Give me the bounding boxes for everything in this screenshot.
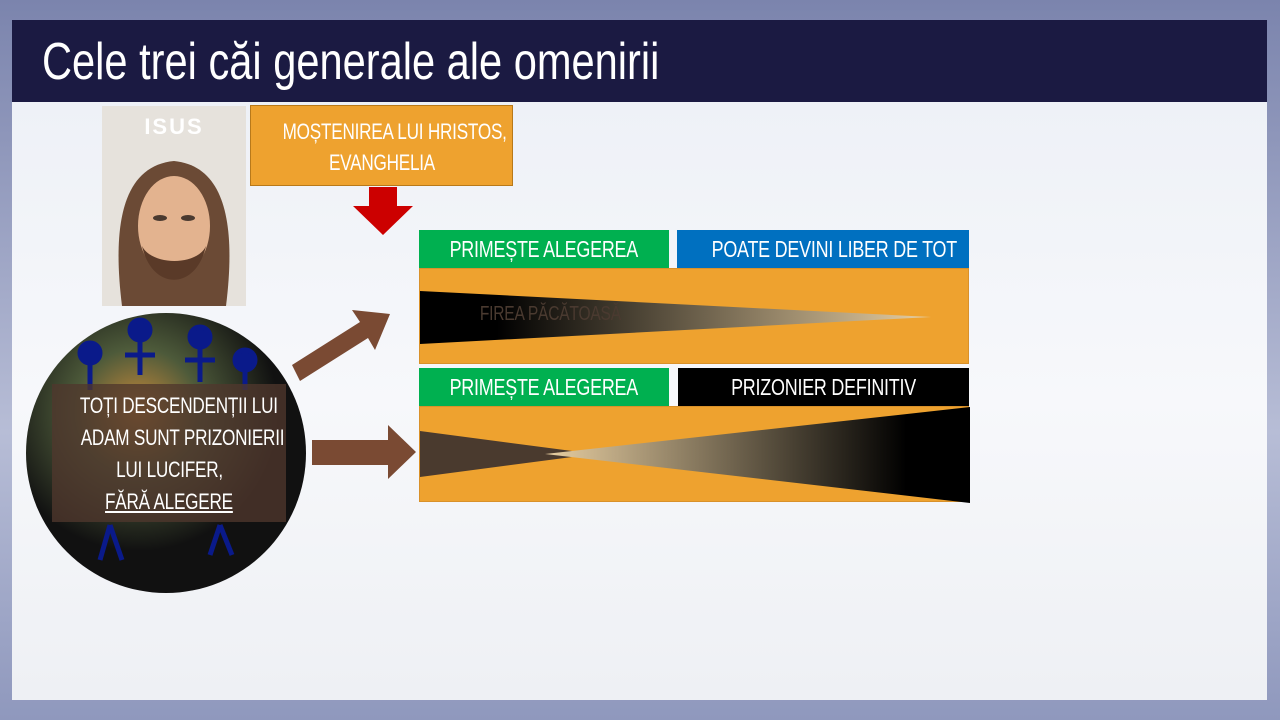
row2-choice-label: PRIMEȘTE ALEGEREA	[419, 368, 669, 406]
caption-line-1: TOȚI DESCENDENȚII LUI	[79, 393, 278, 418]
heritage-line-1: MOȘTENIREA LUI HRISTOS,	[282, 119, 507, 144]
stick-figures	[77, 317, 258, 561]
red-down-arrow	[353, 187, 413, 235]
row1-wedge	[420, 291, 931, 344]
right-arrow	[312, 425, 416, 479]
sinful-nature-label: FIREA PĂCĂTOASĂ	[479, 303, 621, 325]
diagonal-arrow	[292, 310, 390, 381]
row1-choice-label: PRIMEȘTE ALEGEREA	[419, 230, 669, 268]
heritage-box: MOȘTENIREA LUI HRISTOS, EVANGHELIA	[250, 105, 513, 186]
globe-caption: TOȚI DESCENDENȚII LUI ADAM SUNT PRIZONIE…	[52, 384, 286, 522]
caption-line-4: FĂRĂ ALEGERE	[105, 489, 233, 514]
slide-title: Cele trei căi generale ale omenirii	[42, 33, 660, 91]
portrait-label: ISUS	[144, 114, 204, 139]
caption-line-3: LUI LUCIFER,	[115, 457, 223, 482]
title-bar: Cele trei căi generale ale omenirii	[12, 20, 1267, 102]
row2-band	[419, 406, 970, 503]
row2-wedges	[420, 407, 970, 503]
face-illustration	[118, 161, 230, 306]
row2-prisoner-label: PRIZONIER DEFINITIV	[678, 368, 969, 406]
row1-band: FIREA PĂCĂTOASĂ	[419, 268, 969, 364]
row1-free-label: POATE DEVINI LIBER DE TOT	[677, 230, 969, 268]
heritage-line-2: EVANGHELIA	[328, 150, 435, 175]
jesus-portrait: ISUS	[102, 106, 246, 306]
caption-line-2: ADAM SUNT PRIZONIERII	[80, 425, 285, 450]
